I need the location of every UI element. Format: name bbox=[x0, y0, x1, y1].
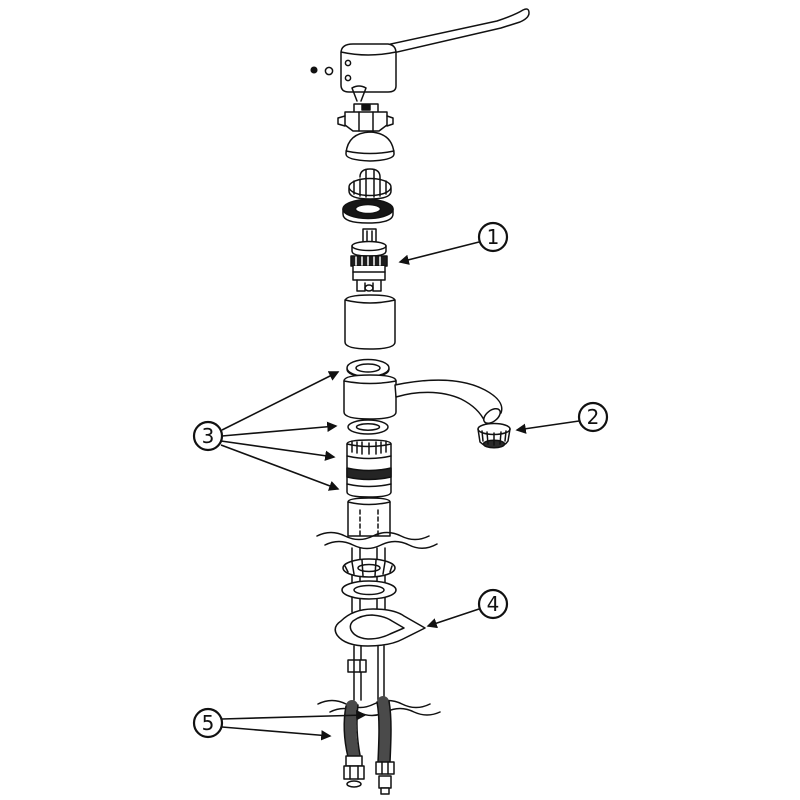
callout-1-label: 1 bbox=[487, 225, 500, 249]
callout-2-circle bbox=[577, 401, 609, 433]
callout-5-arrow-2 bbox=[221, 726, 332, 741]
callout-2-arrow bbox=[515, 420, 580, 434]
spline-adapter bbox=[348, 168, 392, 200]
retaining-clip bbox=[351, 85, 367, 102]
callout-5-circle bbox=[192, 707, 224, 739]
callout-1-arrow bbox=[398, 241, 480, 265]
callout-2: 2 bbox=[515, 401, 609, 434]
callout-4: 4 bbox=[426, 588, 509, 629]
tap-body-base bbox=[347, 497, 391, 537]
dome-cover bbox=[345, 131, 395, 162]
callout-4-circle bbox=[477, 588, 509, 620]
body-spacer bbox=[344, 294, 396, 350]
break-line-upper bbox=[316, 531, 438, 550]
flex-hoses bbox=[343, 696, 395, 795]
cartridge-retainer bbox=[337, 103, 394, 132]
callout-5-arrow-1 bbox=[221, 710, 367, 721]
aerator bbox=[477, 422, 511, 449]
callout-3-arrow-1 bbox=[221, 371, 340, 431]
callout-1-circle bbox=[477, 221, 509, 253]
o-ring-lower bbox=[347, 419, 389, 435]
handle-screw-set bbox=[310, 66, 334, 76]
callout-3-arrow-3 bbox=[220, 440, 336, 461]
callout-3-circle bbox=[192, 420, 224, 452]
valve-body-seals bbox=[346, 439, 392, 498]
ceramic-cartridge bbox=[350, 228, 388, 292]
callout-5: 5 bbox=[192, 707, 367, 741]
callout-1: 1 bbox=[398, 221, 509, 265]
callout-3-arrow-4 bbox=[220, 444, 340, 491]
fixing-studs bbox=[347, 645, 385, 701]
callout-4-arrow bbox=[426, 608, 480, 629]
mounting-bracket bbox=[334, 608, 426, 647]
callout-3-label: 3 bbox=[202, 424, 215, 448]
bearing-ring bbox=[342, 198, 394, 224]
callout-4-label: 4 bbox=[487, 592, 500, 616]
callout-2-label: 2 bbox=[587, 405, 600, 429]
spout bbox=[343, 374, 503, 425]
callout-5-label: 5 bbox=[202, 711, 215, 735]
callout-3-arrow-2 bbox=[221, 421, 338, 437]
shank-assembly bbox=[341, 547, 397, 613]
callout-3: 3 bbox=[192, 371, 340, 491]
lever-handle bbox=[340, 8, 530, 93]
